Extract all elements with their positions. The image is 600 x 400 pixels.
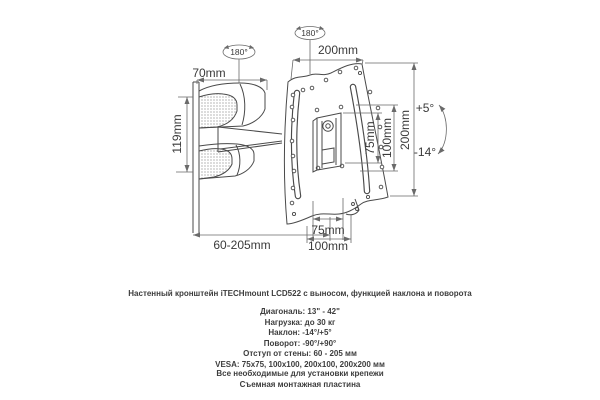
extra-hardware-included: Все необходимые для установки крепежи (216, 369, 384, 378)
dim-vesa100-vertical-label: 100mm (380, 118, 394, 158)
extension-arm (217, 126, 283, 153)
dim-wall-plate-height-label: 119mm (170, 114, 184, 153)
mounting-holes (289, 65, 385, 217)
spec-wall-offset: Отступ от стены: 60 - 205 мм (243, 349, 357, 359)
spec-list: Диагональ: 13" - 42" Нагрузка: до 30 кг … (0, 307, 600, 371)
rotation-indicator-left (222, 44, 256, 60)
dim-bracket-depth-label: 70mm (192, 66, 225, 80)
product-title: Настенный кронштейн iTECHmount LCD522 с … (128, 289, 472, 298)
vesa-slot-left (290, 89, 302, 200)
wall-mount-technical-drawing: 180° 180° 70mm 200mm 119mm 60-205mm 75mm… (170, 26, 447, 253)
tilt-down-label: -14° (414, 145, 436, 159)
bracket-top-texture (198, 93, 238, 129)
dim-plate-height-label: 200mm (398, 110, 412, 150)
tilt-mechanism (312, 112, 342, 173)
vesa-plate-drawing (283, 63, 389, 225)
spec-swivel: Поворот: -90°/+90° (263, 338, 337, 348)
tilt-arc (437, 104, 447, 155)
dim-vesa75-vertical-label: 75mm (363, 121, 377, 154)
extras-list: Все необходимые для установки крепежи Съ… (0, 369, 600, 390)
dim-vesa100-horizontal-label: 100mm (308, 239, 348, 253)
dim-plate-width-label: 200mm (318, 43, 358, 57)
extra-removable-plate: Съемная монтажная пластина (239, 379, 361, 389)
rotation-top-label: 180° (301, 28, 319, 38)
rotation-indicator-top (294, 26, 326, 40)
dim-wall-offset-label: 60-205mm (213, 238, 270, 252)
bracket-bottom-texture (198, 148, 233, 180)
spec-diagonal: Диагональ: 13" - 42" (260, 307, 340, 316)
dim-vesa75-horizontal-label: 75mm (311, 223, 344, 237)
tilt-up-label: +5° (416, 101, 435, 115)
dimension-lines (176, 40, 447, 243)
spec-tilt: Наклон: -14°/+5° (268, 328, 332, 338)
bracket-top-cover (198, 82, 266, 129)
bottom-tab (345, 198, 360, 216)
rotation-left-label: 180° (230, 47, 248, 57)
vesa-plate-outline (283, 63, 389, 225)
wall-plate-edge (192, 81, 200, 233)
vesa-slot-right (349, 83, 371, 195)
wall-bracket-drawing (192, 81, 283, 233)
bracket-bottom-cover (198, 143, 255, 180)
spec-load: Нагрузка: до 30 кг (264, 317, 336, 327)
spec-vesa: VESA: 75x75, 100x100, 200x100, 200x200 м… (215, 359, 385, 369)
